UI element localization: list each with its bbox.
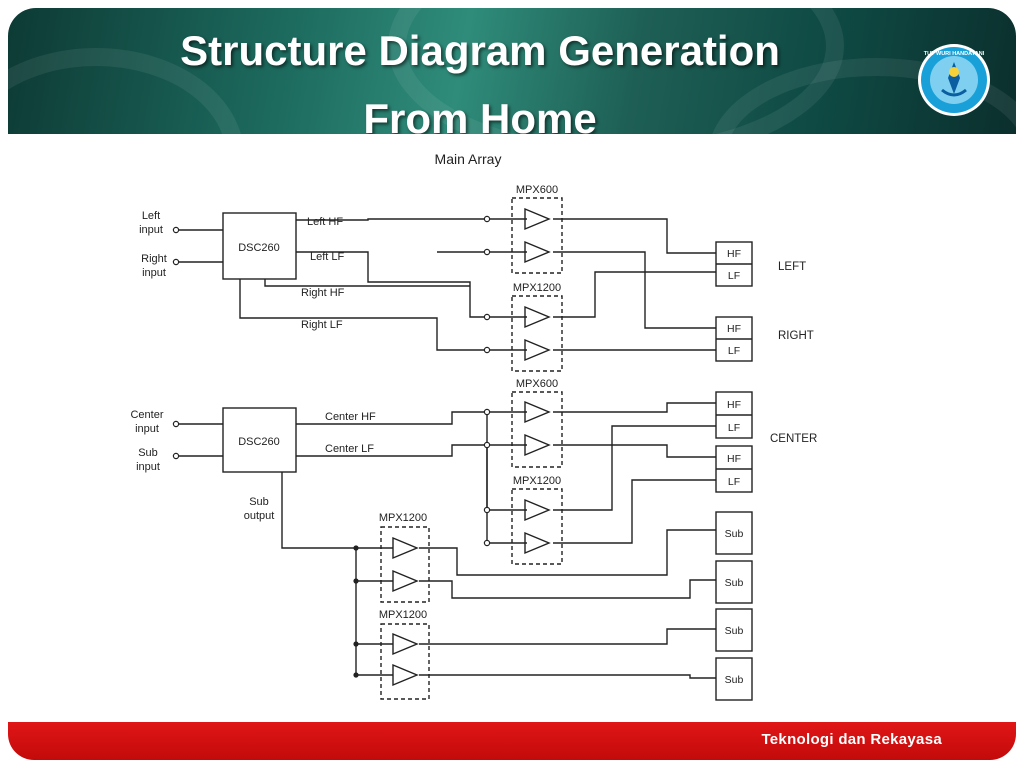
dsc260-bottom-box — [222, 407, 297, 473]
center-lf-label-1: LF — [728, 422, 740, 434]
center-hf-label-2: HF — [727, 453, 741, 465]
left-input-label-1: Left — [142, 210, 160, 222]
mpx600-top-box — [511, 197, 563, 274]
sub-output-label-2: output — [244, 510, 275, 522]
speaker-structure-diagram: Main Array Left input Right input DSC260… — [130, 151, 817, 701]
sub-box-4 — [715, 657, 753, 701]
mpx1200-sub1-label: MPX1200 — [379, 512, 427, 524]
slide-title-line2: From Home — [363, 95, 597, 134]
sub-box-3 — [715, 608, 753, 652]
signal-center-lf: Center LF — [325, 443, 374, 455]
logo-text: TUT WURI HANDAYANI — [924, 51, 985, 57]
group-left-label: LEFT — [778, 261, 806, 273]
mpx1200-sub2-label: MPX1200 — [379, 609, 427, 621]
mpx600-top-label: MPX600 — [516, 184, 558, 196]
right-input-label-2: input — [142, 267, 166, 279]
diagram-heading: Main Array — [435, 151, 502, 167]
left-input-label-2: input — [139, 224, 163, 236]
mpx1200-top-box — [511, 295, 563, 372]
mpx600-bottom-label: MPX600 — [516, 378, 558, 390]
slide-title-line1: Structure Diagram Generation — [180, 27, 780, 74]
sub-box-1 — [715, 511, 753, 555]
signal-center-hf: Center HF — [325, 411, 376, 423]
sub-label-4: Sub — [725, 674, 744, 686]
signal-right-lf: Right LF — [301, 319, 343, 331]
footer-text: Teknologi dan Rekayasa — [761, 731, 942, 748]
sub-label-2: Sub — [725, 577, 744, 589]
right-input-label-1: Right — [141, 253, 167, 265]
center-input-label-1: Center — [130, 409, 163, 421]
center-input-label-2: input — [135, 423, 159, 435]
mpx1200-sub2-box — [380, 623, 430, 700]
sub-input-label-2: input — [136, 461, 160, 473]
center-lf-label-2: LF — [728, 476, 740, 488]
footer-bar: Teknologi dan Rekayasa — [8, 722, 1016, 760]
mpx1200-sub1-box — [380, 526, 430, 603]
right-hf-label: HF — [727, 323, 741, 335]
signal-left-lf: Left LF — [310, 251, 345, 263]
dsc260-bottom-label: DSC260 — [238, 436, 280, 448]
mpx1200-bottom-box — [511, 488, 563, 565]
signal-left-hf: Left HF — [307, 216, 343, 228]
mpx1200-bottom-label: MPX1200 — [513, 475, 561, 487]
sub-box-2 — [715, 560, 753, 604]
center-hf-label-1: HF — [727, 399, 741, 411]
signal-right-hf: Right HF — [301, 287, 345, 299]
title-banner: Structure Diagram Generation From Home T… — [8, 8, 1016, 134]
mpx1200-top-label: MPX1200 — [513, 282, 561, 294]
left-lf-label: LF — [728, 270, 740, 282]
dsc260-top-label: DSC260 — [238, 242, 280, 254]
group-right-label: RIGHT — [778, 330, 814, 342]
group-center-label: CENTER — [770, 433, 817, 445]
dsc260-top-box — [222, 212, 297, 280]
right-lf-label: LF — [728, 345, 740, 357]
sub-output-label-1: Sub — [249, 496, 269, 508]
mpx600-bottom-box — [511, 391, 563, 468]
sub-input-label-1: Sub — [138, 447, 158, 459]
tut-wuri-handayani-logo-icon: TUT WURI HANDAYANI — [918, 44, 990, 116]
sub-label-1: Sub — [725, 528, 744, 540]
left-hf-label: HF — [727, 248, 741, 260]
sub-label-3: Sub — [725, 625, 744, 637]
